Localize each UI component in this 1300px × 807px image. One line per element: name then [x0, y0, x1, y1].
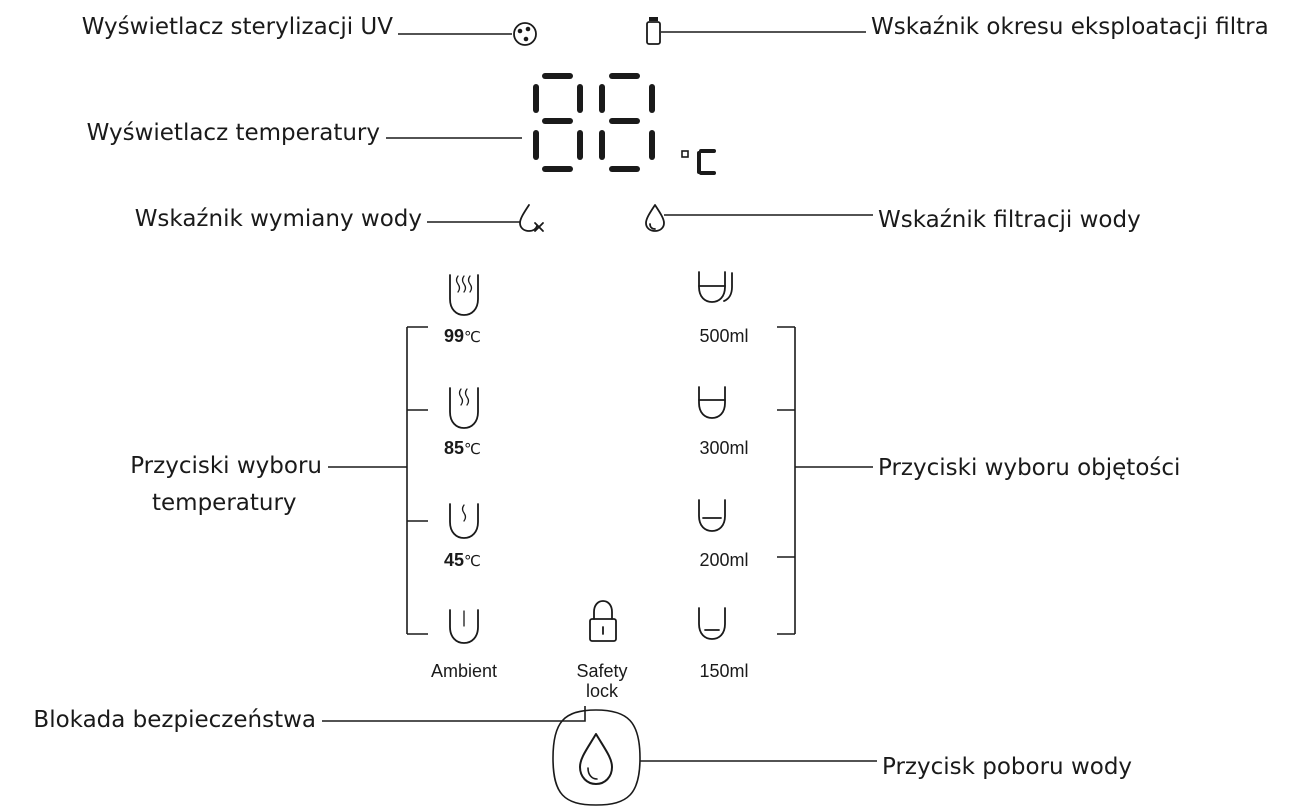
water-filtration-drop-icon — [645, 204, 665, 232]
volume-bracket — [777, 326, 873, 635]
cup-three-steam-icon — [449, 274, 479, 316]
temp-button-label: 45℃ — [444, 550, 481, 570]
filter-life-icon — [646, 17, 661, 45]
dispense-button[interactable] — [552, 709, 641, 806]
callout-water-change: Wskaźnik wymiany wody — [135, 206, 422, 232]
leader-safety-lock — [322, 706, 586, 722]
callout-temperature-display: Wyświetlacz temperatury — [87, 120, 380, 146]
callout-filter-life: Wskaźnik okresu eksploatacji filtra — [871, 14, 1269, 40]
cup-level-high-icon — [698, 386, 726, 419]
temp-button-85[interactable]: 85℃ — [444, 387, 481, 458]
cup-two-steam-icon — [449, 387, 479, 429]
temp-button-99[interactable]: 99℃ — [444, 274, 481, 346]
safety-lock-button[interactable]: Safety lock — [576, 600, 628, 701]
callout-temp-buttons-line2: temperatury — [152, 490, 297, 516]
callout-temp-buttons-line1: Przyciski wyboru — [130, 453, 322, 479]
cup-level-low-icon — [698, 607, 726, 640]
safety-lock-label-line2: lock — [586, 681, 619, 701]
volume-button-200ml[interactable]: 200ml — [698, 499, 749, 570]
cup-full-icon — [698, 271, 733, 303]
temp-button-label: Ambient — [431, 661, 497, 681]
volume-button-150ml[interactable]: 150ml — [698, 607, 749, 681]
volume-button-label: 500ml — [699, 326, 748, 346]
volume-button-500ml[interactable]: 500ml — [698, 271, 749, 346]
temp-button-label: 85℃ — [444, 438, 481, 458]
callout-safety-lock: Blokada bezpieczeństwa — [33, 707, 316, 733]
volume-button-300ml[interactable]: 300ml — [698, 386, 749, 458]
callout-volume-buttons: Przyciski wyboru objętości — [878, 455, 1180, 481]
digit-right — [599, 73, 655, 172]
safety-lock-label-line1: Safety — [576, 661, 627, 681]
cup-level-mid-icon — [698, 499, 726, 532]
volume-button-label: 300ml — [699, 438, 748, 458]
water-change-drop-icon — [519, 204, 544, 232]
cup-ambient-icon — [449, 609, 479, 644]
celsius-unit — [681, 149, 716, 175]
temp-button-45[interactable]: 45℃ — [444, 503, 481, 570]
temp-bracket — [328, 326, 428, 635]
temp-button-label: 99℃ — [444, 326, 481, 346]
digit-left — [533, 73, 583, 172]
temp-button-ambient[interactable]: Ambient — [431, 609, 497, 681]
callout-dispense-button: Przycisk poboru wody — [882, 754, 1132, 780]
callout-uv-display: Wyświetlacz sterylizacji UV — [82, 14, 394, 40]
padlock-icon — [589, 600, 617, 642]
volume-button-label: 200ml — [699, 550, 748, 570]
cup-one-steam-icon — [449, 503, 479, 539]
uv-sterilization-icon — [513, 22, 537, 46]
water-drop-icon — [579, 733, 613, 785]
volume-button-label: 150ml — [699, 661, 748, 681]
seven-segment-display — [533, 73, 716, 175]
callout-water-filtration: Wskaźnik filtracji wody — [878, 207, 1141, 233]
